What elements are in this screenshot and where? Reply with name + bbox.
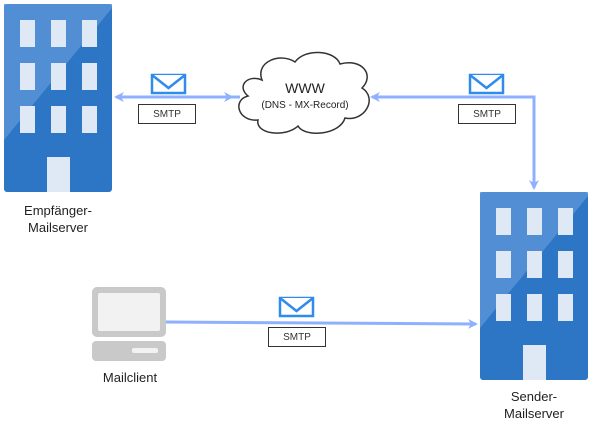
internet-title: WWW — [285, 80, 325, 96]
recipient-server-label: Empfänger- Mailserver — [8, 202, 108, 236]
recipient-server-building-icon — [4, 4, 112, 192]
arrow-client-to-sender — [165, 318, 478, 329]
smtp-label: SMTP — [268, 327, 326, 347]
recipient-server-label-line2: Mailserver — [28, 220, 88, 235]
envelope-icon — [278, 296, 315, 318]
sender-server-building-icon — [480, 192, 588, 380]
recipient-server-label-line1: Empfänger- — [24, 203, 92, 218]
smtp-label: SMTP — [138, 104, 196, 124]
computer-icon — [92, 287, 166, 361]
mail-client-label: Mailclient — [102, 370, 158, 385]
sender-server-label-line2: Mailserver — [504, 406, 564, 421]
envelope-icon — [468, 73, 505, 95]
sender-server-label: Sender- Mailserver — [484, 388, 584, 422]
sender-server-label-line1: Sender- — [510, 389, 558, 404]
internet-subtitle: (DNS - MX-Record) — [261, 100, 349, 111]
envelope-icon — [150, 73, 187, 95]
smtp-label: SMTP — [458, 104, 516, 124]
internet-cloud-icon — [238, 51, 370, 134]
